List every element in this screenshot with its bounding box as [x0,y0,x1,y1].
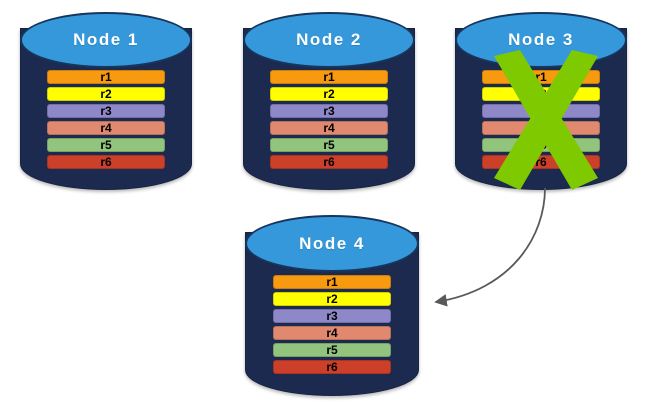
node-1-row-r6[interactable]: r6 [47,155,165,169]
node-4[interactable]: Node 4 r1 r2 r3 r4 r5 r6 [245,209,419,396]
node-4-row-r5[interactable]: r5 [273,343,391,357]
node-3-row-r2[interactable]: r2 [482,87,600,101]
node-4-row-r4[interactable]: r4 [273,326,391,340]
node-3-row-r4[interactable]: r4 [482,121,600,135]
node-4-row-r3[interactable]: r3 [273,309,391,323]
node-3-title: Node 3 [508,30,574,49]
node-1-row-r4[interactable]: r4 [47,121,165,135]
node-3[interactable]: Node 3 r1 r2 r3 r4 r5 r6 [455,6,627,190]
node-3-row-r5[interactable]: r5 [482,138,600,152]
node-1[interactable]: Node 1 r1 r2 r3 r4 r5 r6 [20,6,192,190]
node-1-row-r3[interactable]: r3 [47,104,165,118]
node-2-row-r3[interactable]: r3 [270,104,388,118]
node-3-row-r3[interactable]: r3 [482,104,600,118]
node-2[interactable]: Node 2 r1 r2 r3 r4 r5 r6 [243,6,415,190]
node-1-cylinder-top: Node 1 [20,12,192,68]
node-2-row-r1[interactable]: r1 [270,70,388,84]
node-2-row-r5[interactable]: r5 [270,138,388,152]
node-3-cylinder-top: Node 3 [455,12,627,68]
node-1-row-r1[interactable]: r1 [47,70,165,84]
node-2-cylinder-top: Node 2 [243,12,415,68]
node-3-row-r1[interactable]: r1 [482,70,600,84]
node-4-row-r1[interactable]: r1 [273,275,391,289]
node-2-row-r6[interactable]: r6 [270,155,388,169]
node-4-title: Node 4 [299,233,365,253]
node-2-title: Node 2 [296,30,362,49]
node-1-row-list: r1 r2 r3 r4 r5 r6 [20,70,192,169]
node-1-title: Node 1 [73,30,139,49]
node-4-row-r6[interactable]: r6 [273,360,391,374]
node-2-row-r2[interactable]: r2 [270,87,388,101]
node-4-cylinder-top: Node 4 [245,215,419,272]
node-2-row-r4[interactable]: r4 [270,121,388,135]
node-1-row-r5[interactable]: r5 [47,138,165,152]
node-3-row-r6[interactable]: r6 [482,155,600,169]
node-4-row-list: r1 r2 r3 r4 r5 r6 [245,275,419,374]
node-4-row-r2[interactable]: r2 [273,292,391,306]
node-2-row-list: r1 r2 r3 r4 r5 r6 [243,70,415,169]
failover-arrow-path [434,187,546,307]
node-3-row-list: r1 r2 r3 r4 r5 r6 [455,70,627,169]
node-1-row-r2[interactable]: r2 [47,87,165,101]
